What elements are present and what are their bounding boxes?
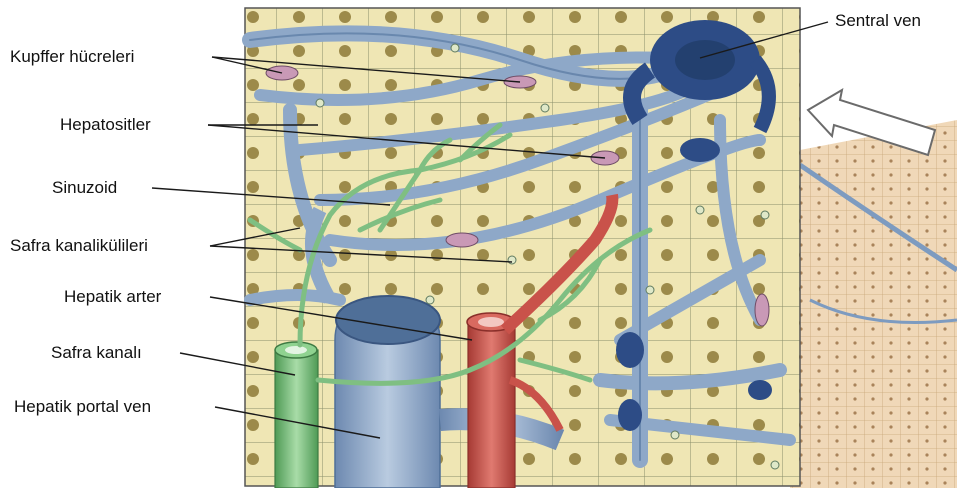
label-hepatik-portal-ven: Hepatik portal ven (14, 397, 151, 416)
label-safra-kanalikulileri: Safra kanalikülileri (10, 236, 148, 255)
label-sentral-ven: Sentral ven (835, 11, 921, 30)
label-hepatositler: Hepatositler (60, 115, 151, 134)
bile-duct (275, 342, 318, 488)
label-sinuzoid: Sinuzoid (52, 178, 117, 197)
lobule-block (245, 8, 800, 488)
label-safra-kanali: Safra kanalı (51, 343, 142, 362)
lobule-tissue-background (790, 120, 957, 488)
label-kupffer-hucreleri: Kupffer hücreleri (10, 47, 134, 66)
label-hepatik-arter: Hepatik arter (64, 287, 162, 306)
